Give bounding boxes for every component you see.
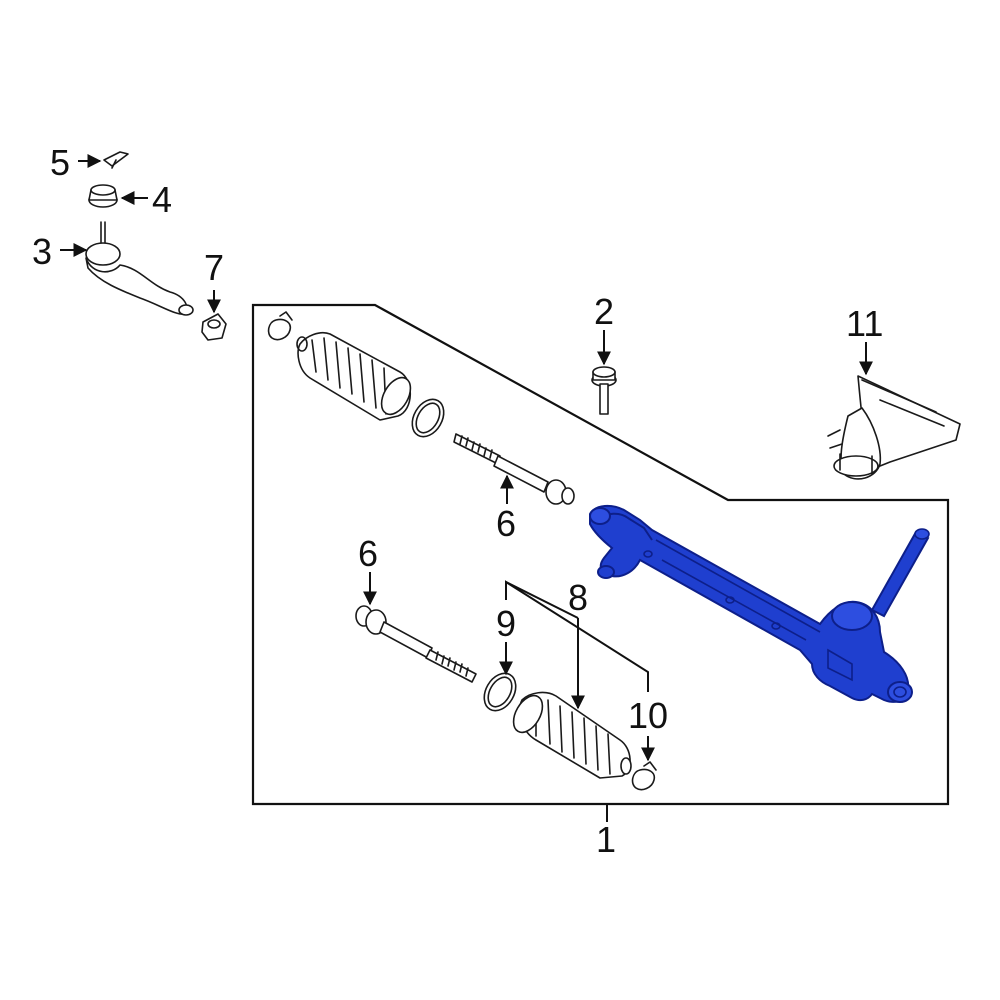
boot-lower[interactable]: [508, 691, 632, 779]
callout-10: 10: [628, 695, 668, 736]
callout-7: 7: [204, 247, 224, 288]
callout-3: 3: [32, 231, 52, 272]
callout-6-upper: 6: [496, 503, 516, 544]
leader-lines: [60, 154, 873, 822]
callout-5: 5: [50, 142, 70, 183]
callout-6-lower: 6: [358, 533, 378, 574]
tie-rod-end[interactable]: [85, 221, 194, 316]
boot-ring-upper[interactable]: [406, 394, 450, 443]
callout-4: 4: [152, 179, 172, 220]
boot-upper[interactable]: [296, 331, 416, 421]
boot-ring-lower[interactable]: [478, 668, 522, 717]
boot-clamp-lower[interactable]: [631, 761, 657, 791]
callout-labels: 5 4 3 7 2 11 6 6 8 9 10 1: [32, 142, 883, 860]
inner-tie-rod-lower[interactable]: [355, 605, 477, 683]
callout-1: 1: [596, 819, 616, 860]
inner-tie-rod-upper[interactable]: [453, 433, 575, 505]
callout-8: 8: [568, 577, 588, 618]
callout-9: 9: [496, 603, 516, 644]
bolt[interactable]: [591, 366, 617, 415]
steering-gear-assembly[interactable]: [589, 504, 930, 703]
nut[interactable]: [88, 184, 118, 208]
assembly-frame: [251, 303, 950, 806]
dust-seal[interactable]: [827, 375, 961, 480]
callout-2: 2: [594, 291, 614, 332]
bushing[interactable]: [201, 313, 227, 341]
boot-clamp-upper[interactable]: [267, 311, 293, 341]
callout-11: 11: [846, 303, 883, 344]
cotter-pin[interactable]: [103, 151, 129, 169]
